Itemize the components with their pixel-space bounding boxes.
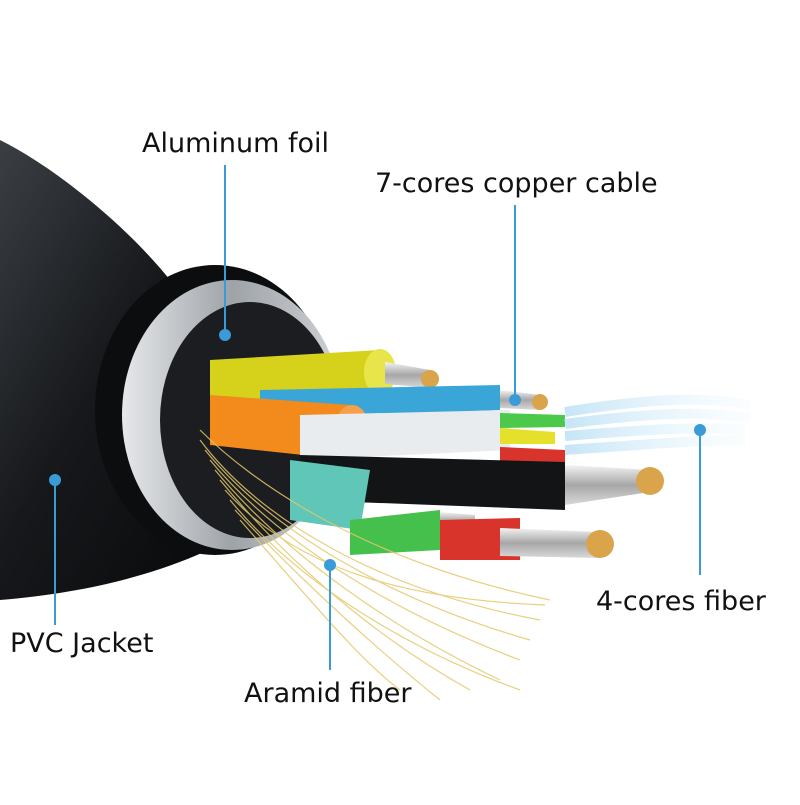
callouts: [49, 165, 706, 670]
callout-dot-icon: [49, 474, 61, 486]
fiber-strands: [564, 394, 751, 455]
callout-dot-icon: [509, 394, 521, 406]
pvc-jacket-label: PVC Jacket: [10, 628, 154, 659]
fiber-4core-label: 4-cores fiber: [596, 586, 766, 617]
aramid-fiber-label: Aramid fiber: [244, 678, 412, 709]
callout-dot-icon: [694, 424, 706, 436]
copper-cable-label: 7-cores copper cable: [375, 168, 658, 199]
aramid-fiber: [199, 429, 551, 701]
copper-cores: [210, 349, 664, 560]
callout-dot-icon: [219, 329, 231, 341]
aluminum-foil-label: Aluminum foil: [142, 128, 330, 159]
callout-dot-icon: [324, 559, 336, 571]
